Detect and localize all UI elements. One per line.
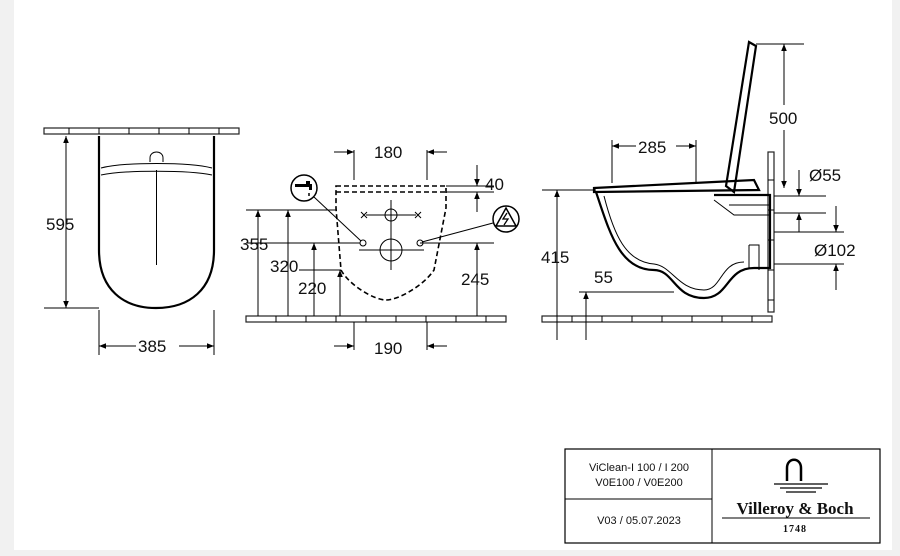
drawing-version: V03 / 05.07.2023 bbox=[597, 515, 681, 527]
brand-year: 1748 bbox=[783, 524, 807, 535]
side-height-dim: 500 bbox=[769, 109, 797, 128]
wall-hatch-top bbox=[43, 127, 240, 135]
rear-view: 180 40 355 320 220 245 190 bbox=[240, 143, 520, 358]
rear-dim-355: 355 bbox=[240, 235, 268, 254]
side-outlet-large-dim: Ø102 bbox=[814, 241, 856, 260]
front-bowl-outline bbox=[97, 136, 216, 310]
technical-drawing: 595 385 180 4 bbox=[43, 40, 881, 544]
rear-bowl-outline bbox=[335, 185, 447, 301]
rear-dim-220: 220 bbox=[298, 279, 326, 298]
side-outlet-small-dim: Ø55 bbox=[809, 166, 841, 185]
floor-hatch-side bbox=[541, 315, 773, 323]
rear-top-width-dim: 180 bbox=[374, 143, 402, 162]
drawing-sheet: 595 385 180 4 bbox=[14, 0, 892, 550]
front-view: 595 385 bbox=[43, 127, 240, 356]
title-block: ViClean-I 100 / I 200 V0E100 / V0E200 V0… bbox=[564, 448, 881, 544]
villeroy-boch-arch-logo bbox=[774, 458, 828, 493]
rear-dim-320: 320 bbox=[270, 257, 298, 276]
electrical-warning-icon bbox=[421, 205, 520, 243]
side-lid bbox=[724, 40, 758, 194]
fixing-marks bbox=[359, 200, 424, 270]
rear-top-offset-dim: 40 bbox=[485, 175, 504, 194]
water-tap-icon bbox=[290, 174, 362, 242]
side-bowl bbox=[594, 191, 772, 300]
side-view: 500 285 Ø55 Ø102 415 55 bbox=[541, 40, 856, 340]
product-name: ViClean-I 100 / I 200 bbox=[589, 462, 689, 474]
product-codes: V0E100 / V0E200 bbox=[595, 477, 682, 489]
rear-dim-245: 245 bbox=[461, 270, 489, 289]
side-depth-dim: 285 bbox=[638, 138, 666, 157]
floor-hatch-rear bbox=[245, 315, 507, 323]
brand-name: Villeroy & Boch bbox=[736, 499, 854, 518]
side-inner-dim: 55 bbox=[594, 268, 613, 287]
side-total-height-dim: 415 bbox=[541, 248, 569, 267]
front-width-dim: 385 bbox=[138, 337, 166, 356]
front-height-dim: 595 bbox=[46, 215, 74, 234]
rear-bottom-width-dim: 190 bbox=[374, 339, 402, 358]
